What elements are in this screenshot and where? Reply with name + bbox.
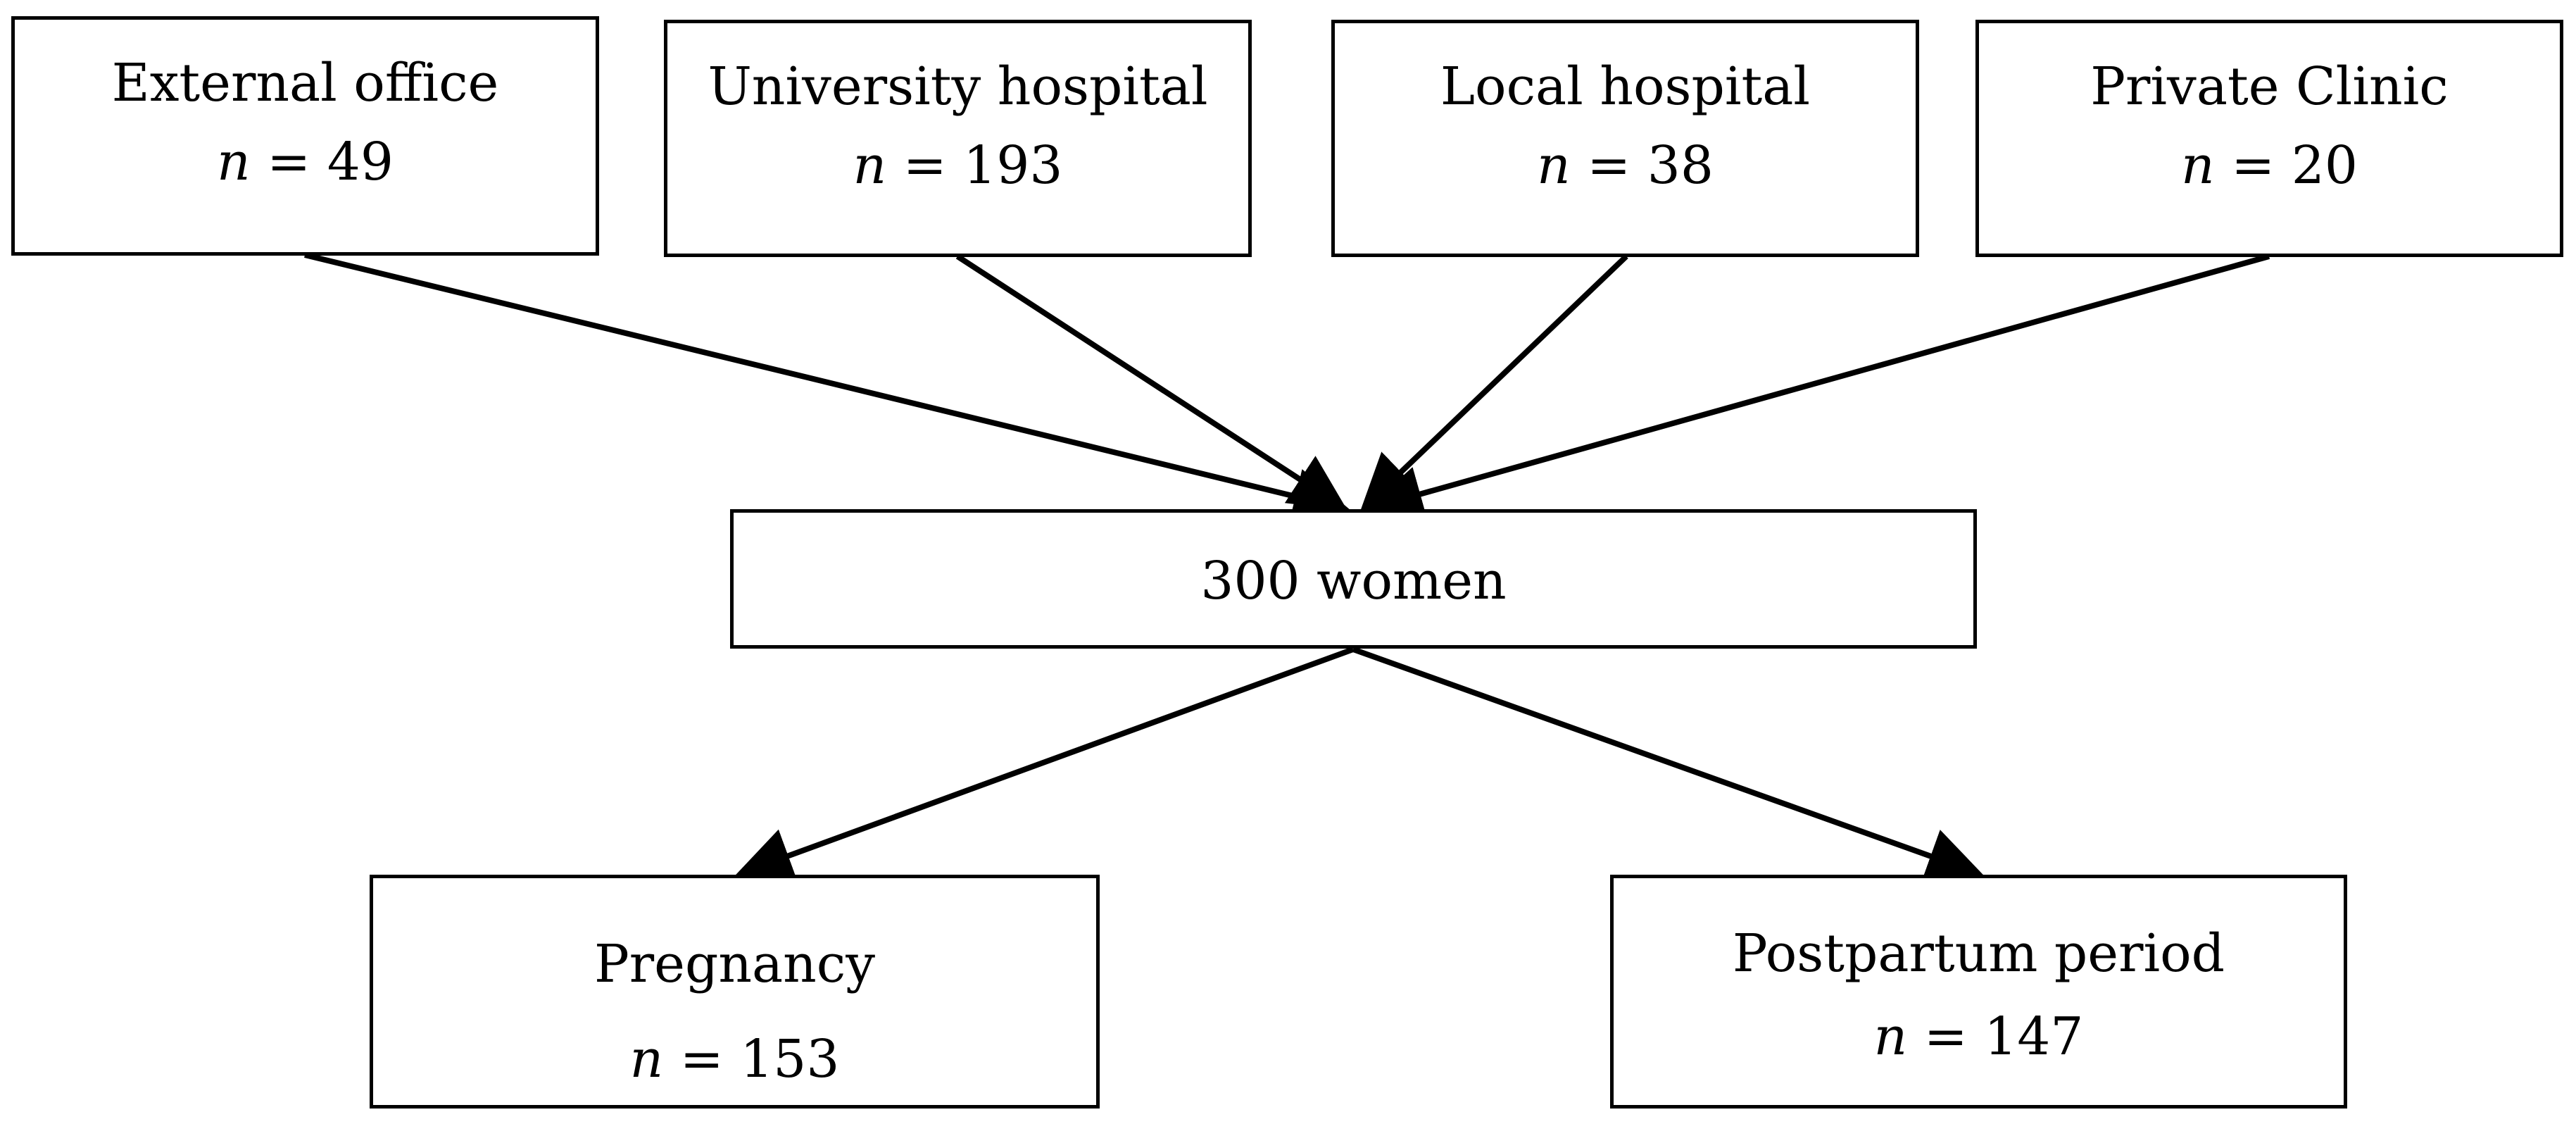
- arrow-center-to-postpartum: [1352, 647, 1984, 883]
- source-box-external-office: External office n = 49: [11, 16, 599, 256]
- source-label: External office: [111, 53, 499, 113]
- n-symbol: n: [2181, 135, 2215, 196]
- source-count: n = 193: [667, 139, 1248, 192]
- outcome-box-pregnancy: Pregnancy n = 153: [370, 875, 1100, 1109]
- arrow-center-to-pregnancy: [735, 647, 1355, 882]
- n-symbol: n: [629, 1029, 664, 1089]
- arrow-private-to-center: [1366, 254, 2270, 522]
- total-women-box: 300 women: [730, 509, 1977, 649]
- arrow-external-to-center: [304, 252, 1350, 524]
- source-count: n = 38: [1335, 139, 1916, 192]
- arrow-local-to-center: [1360, 254, 1628, 511]
- outcome-count: n = 147: [1614, 1011, 2344, 1063]
- arrow-university-to-center: [955, 254, 1347, 511]
- outcome-label: Postpartum period: [1732, 923, 2225, 984]
- n-value: = 20: [2231, 135, 2358, 196]
- total-label: 300 women: [1200, 551, 1507, 611]
- outcome-box-postpartum-period: Postpartum period n = 147: [1610, 875, 2347, 1109]
- outcome-label: Pregnancy: [593, 934, 875, 994]
- n-value: = 38: [1587, 135, 1714, 196]
- n-symbol: n: [853, 135, 887, 196]
- n-symbol: n: [1537, 135, 1571, 196]
- n-symbol: n: [1873, 1006, 1908, 1067]
- source-count: n = 20: [1979, 139, 2560, 192]
- source-box-private-clinic: Private Clinic n = 20: [1975, 20, 2563, 257]
- source-box-university-hospital: University hospital n = 193: [664, 20, 1252, 257]
- source-box-local-hospital: Local hospital n = 38: [1331, 20, 1919, 257]
- source-label: Private Clinic: [2090, 56, 2449, 117]
- outcome-count: n = 153: [373, 1033, 1096, 1085]
- n-symbol: n: [217, 132, 251, 192]
- n-value: = 147: [1923, 1006, 2084, 1067]
- source-label: University hospital: [708, 56, 1208, 117]
- source-count: n = 49: [15, 136, 596, 188]
- n-value: = 49: [267, 132, 394, 192]
- n-value: = 153: [679, 1029, 840, 1089]
- n-value: = 193: [903, 135, 1063, 196]
- source-label: Local hospital: [1440, 56, 1811, 117]
